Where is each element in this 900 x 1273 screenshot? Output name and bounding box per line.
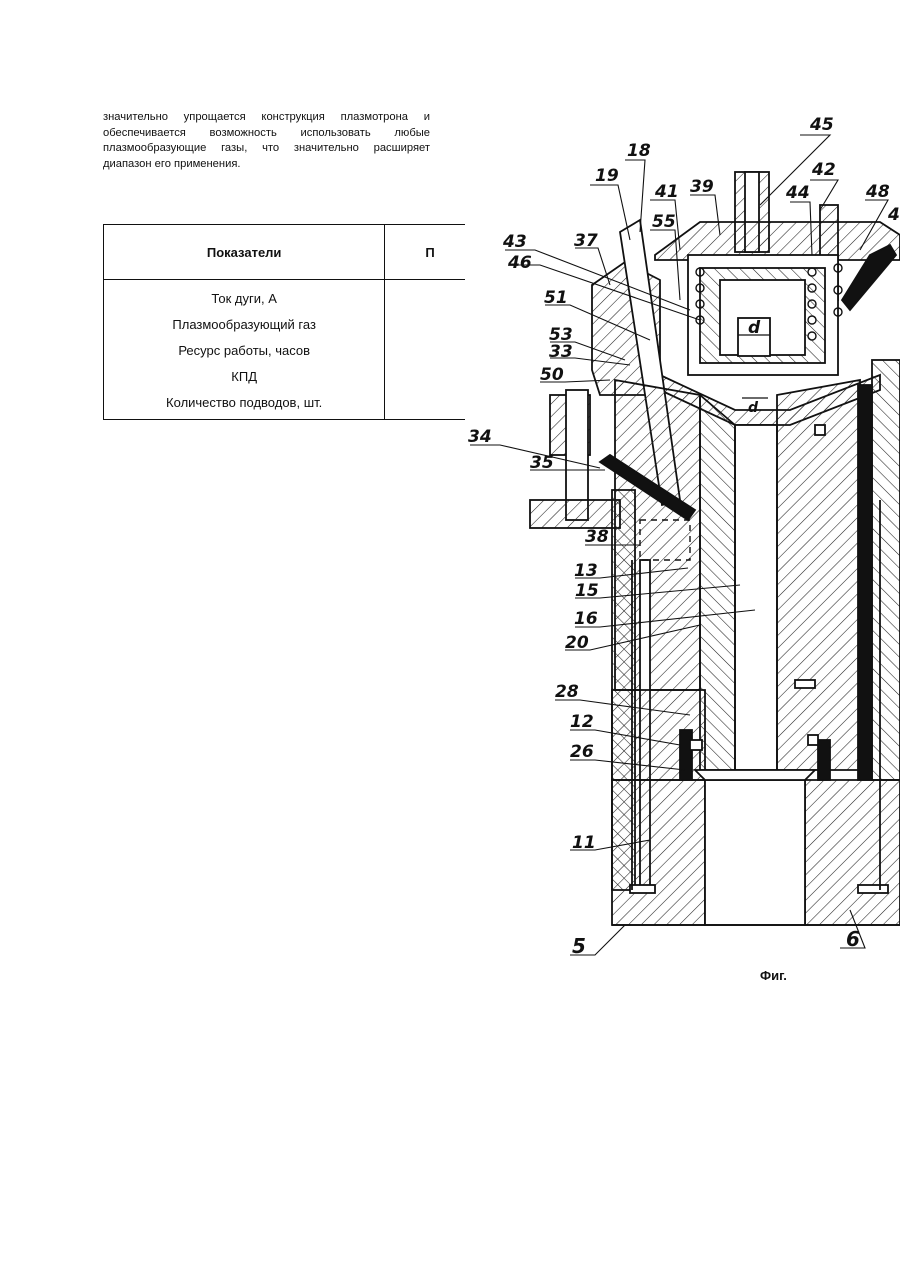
- callout-label: 45: [809, 115, 834, 135]
- indicators-table: Показатели П Ток дуги, А Плазмообразующи…: [103, 224, 465, 423]
- callout-label: 44: [785, 183, 810, 203]
- callout-label: 50: [540, 365, 564, 385]
- callout-label: 39: [690, 177, 714, 197]
- callout-label: 47: [887, 205, 900, 225]
- callout-label: 34: [468, 427, 492, 447]
- callout-label: 38: [585, 527, 609, 547]
- callout-label: 18: [627, 141, 651, 161]
- callout-label: 48: [865, 182, 890, 202]
- callout-label: 12: [570, 712, 594, 732]
- table-row-label: Плазмообразующий газ: [104, 312, 384, 338]
- table-row-label: Количество подводов, шт.: [104, 390, 384, 416]
- table-row-label: КПД: [104, 364, 384, 390]
- dimension-label-d2: d: [748, 400, 759, 416]
- body-paragraph: значительно упрощается конструкция плазм…: [103, 110, 430, 172]
- callout-label: 55: [652, 212, 676, 232]
- plasmatron-drawing: d d 45 18 19 41: [460, 100, 900, 970]
- callout-label: 11: [572, 833, 596, 853]
- callout-label: 13: [574, 561, 598, 581]
- callout-label: 42: [811, 160, 836, 180]
- dimension-label-d: d: [748, 318, 761, 338]
- callout-label: 28: [555, 682, 579, 702]
- callout-label: 37: [574, 231, 598, 251]
- callout-label: 43: [502, 232, 527, 252]
- callout-label: 46: [507, 253, 532, 273]
- callout-label: 26: [570, 742, 594, 762]
- callout-label: 19: [595, 166, 619, 186]
- callout-label: 33: [549, 342, 573, 362]
- callout-label: 15: [575, 581, 599, 601]
- figure-caption: Фиг.: [760, 968, 787, 983]
- table-header-indicators: Показатели: [104, 225, 385, 280]
- callout-label: 5: [572, 934, 586, 958]
- callout-label: 6: [846, 927, 860, 951]
- table-row-labels: Ток дуги, А Плазмообразующий газ Ресурс …: [104, 280, 385, 420]
- callout-label: 20: [565, 633, 589, 653]
- table-row-label: Ресурс работы, часов: [104, 338, 384, 364]
- table-header-second: П: [385, 225, 465, 280]
- callout-label: 16: [574, 609, 598, 629]
- callout-label: 51: [544, 288, 568, 308]
- callout-label: 35: [530, 453, 554, 473]
- drawing-body: [530, 172, 900, 925]
- table-row-values: [385, 280, 465, 420]
- table-row-label: Ток дуги, А: [104, 286, 384, 312]
- callout-label: 41: [654, 182, 679, 202]
